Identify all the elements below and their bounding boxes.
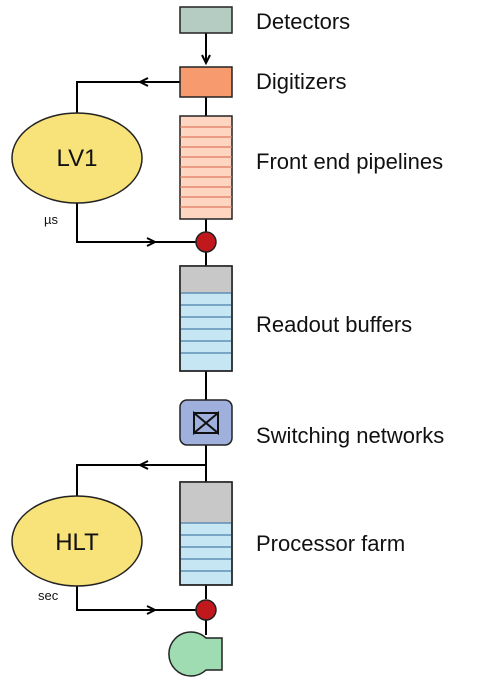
lv1-label: LV1 [57, 145, 98, 172]
lv1-latency-label: µs [44, 212, 58, 227]
lv1-trigger: LV1 [11, 112, 143, 204]
front-end-pipelines-box [179, 115, 233, 220]
readout-buffers-label: Readout buffers [256, 312, 412, 337]
hlt-trigger: HLT [11, 495, 143, 587]
lv1-junction-icon [195, 231, 217, 253]
readout-buffers-box [179, 265, 233, 372]
front-end-pipelines-label: Front end pipelines [256, 149, 443, 174]
digitizers-label: Digitizers [256, 69, 346, 94]
hlt-label: HLT [55, 529, 99, 556]
detectors-label: Detectors [256, 9, 350, 34]
bowtie-switch-icon [193, 410, 219, 436]
processor-farm-box [179, 481, 233, 586]
digitizers-box [179, 66, 233, 98]
hlt-junction-icon [195, 599, 217, 621]
hlt-loop-wires [76, 460, 206, 615]
switching-networks-box [179, 399, 233, 446]
hlt-latency-label: sec [38, 588, 59, 603]
lv1-loop-wires [76, 77, 196, 247]
storage-pump-icon [168, 631, 223, 677]
switching-networks-label: Switching networks [256, 423, 444, 448]
detectors-box [179, 6, 233, 34]
processor-farm-label: Processor farm [256, 531, 405, 556]
